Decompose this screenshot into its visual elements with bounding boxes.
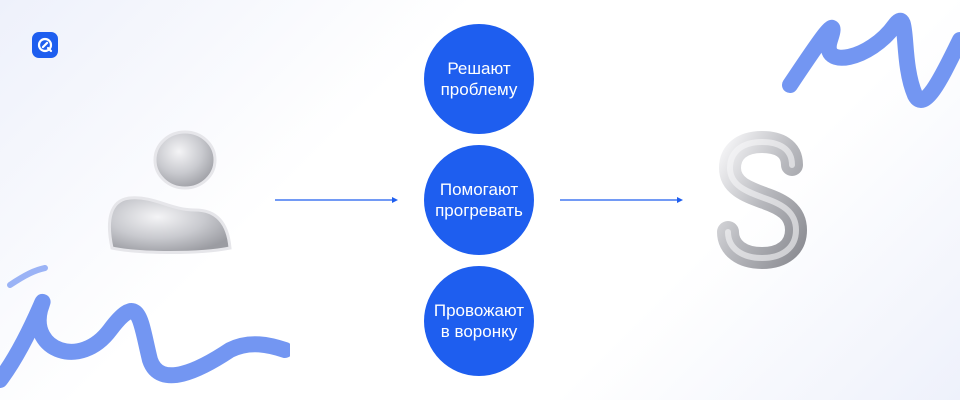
scribble-bottom-left — [0, 265, 290, 388]
scribble-top-right — [782, 12, 960, 108]
step-circle-1: Решают проблему — [424, 24, 534, 134]
arrow-left — [275, 197, 398, 203]
logo-icon — [32, 32, 58, 58]
step-label-1: Решают проблему — [440, 59, 518, 99]
step-label-2: Помогают прогревать — [435, 180, 523, 220]
arrow-right — [560, 197, 683, 203]
step-circle-2: Помогают прогревать — [424, 145, 534, 255]
step-circle-3: Провожают в воронку — [424, 266, 534, 376]
dollar-sign-icon — [717, 122, 808, 278]
user-silhouette-icon — [108, 130, 232, 254]
step-label-3: Провожают в воронку — [433, 301, 525, 341]
